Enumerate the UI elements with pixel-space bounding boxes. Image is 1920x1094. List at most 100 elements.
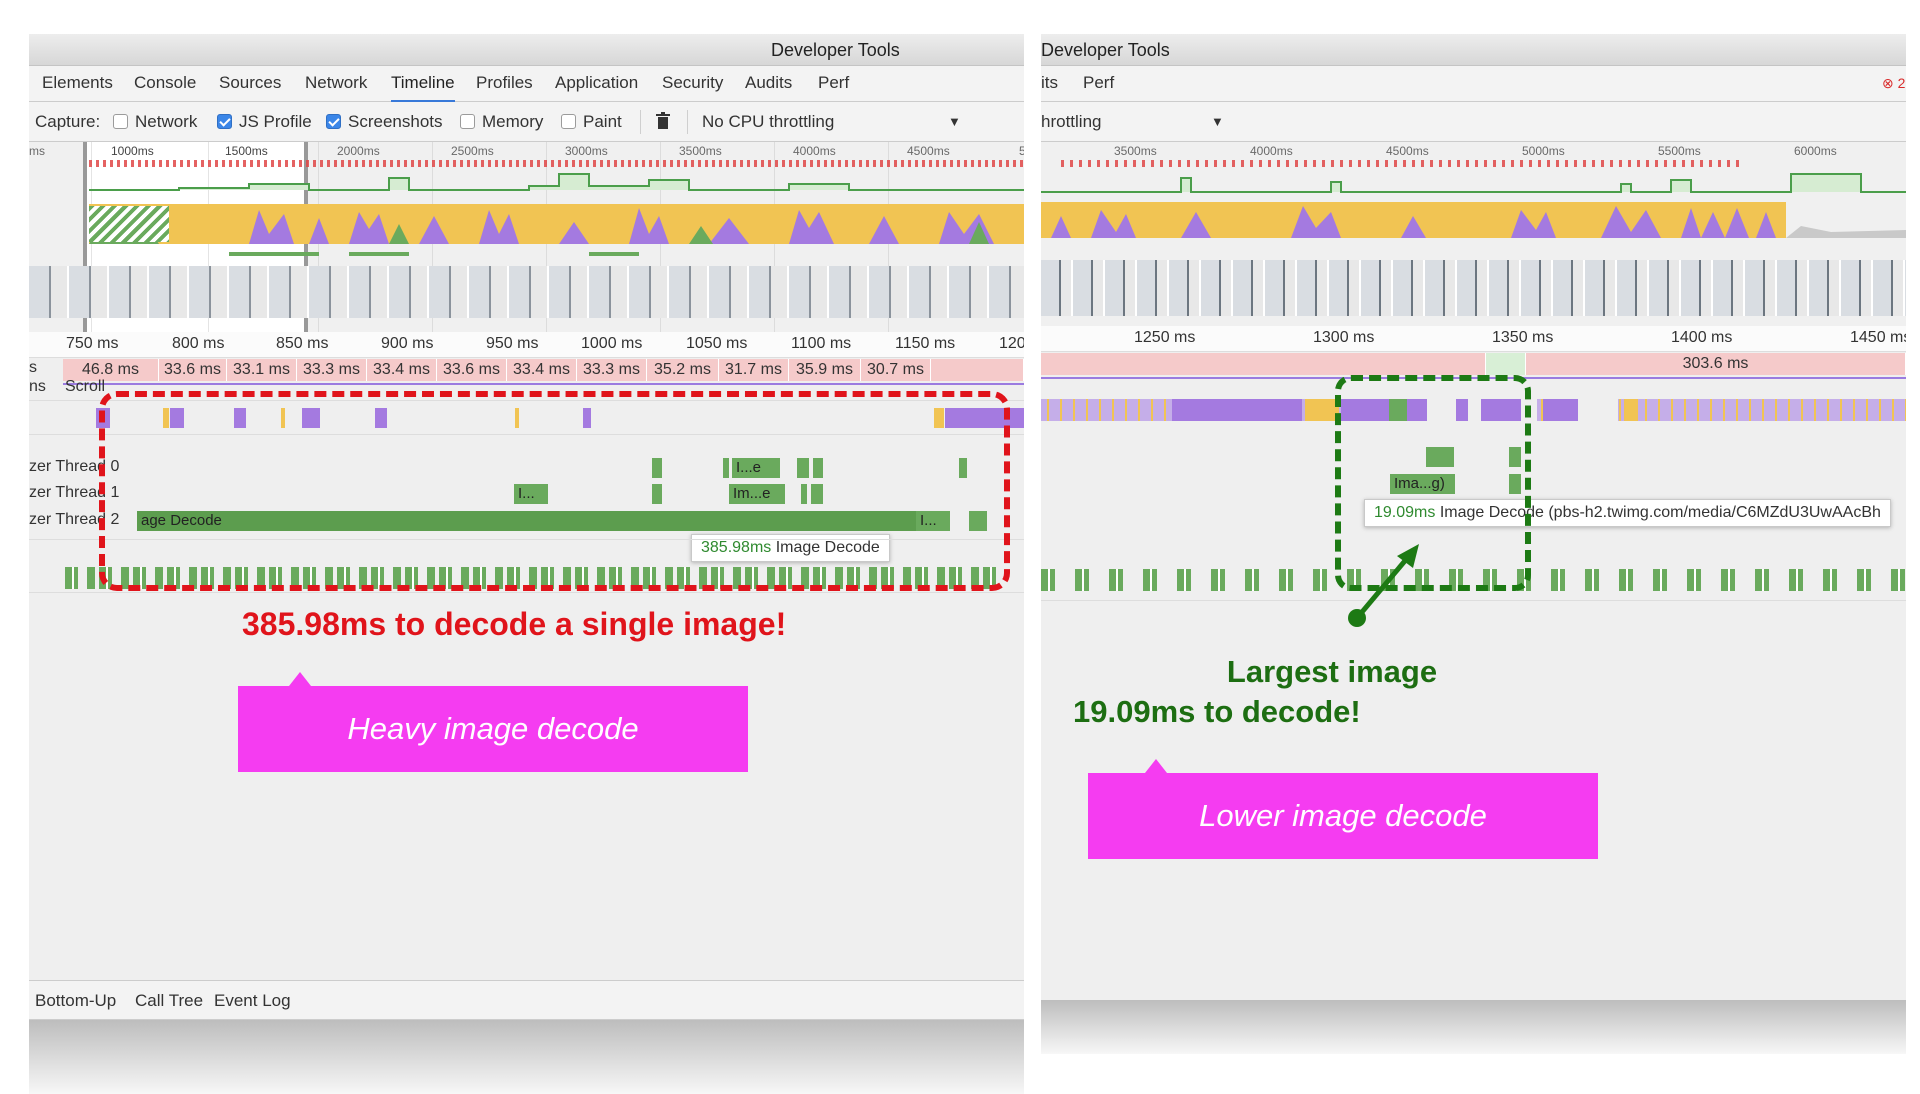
checkbox-icon[interactable] [113, 114, 128, 129]
tab-sources[interactable]: Sources [219, 73, 282, 92]
tab-audits[interactable]: its [1041, 73, 1058, 92]
main-thread-block[interactable] [934, 408, 944, 428]
tab-bottom-up[interactable]: Bottom-Up [35, 991, 117, 1010]
raster-task-block[interactable] [652, 458, 662, 478]
frame-block[interactable]: 46.8 ms [63, 359, 159, 381]
raster-task-block[interactable] [797, 458, 809, 478]
raster-task-block[interactable] [811, 484, 823, 504]
frame-block[interactable]: 33.3 ms [577, 359, 647, 381]
main-thread-block[interactable] [583, 408, 591, 428]
image-decode-block[interactable]: Im...e [729, 484, 785, 504]
overview-network-bar [229, 252, 319, 256]
main-thread-block[interactable] [302, 408, 320, 428]
main-thread-block[interactable] [1172, 399, 1302, 421]
screenshot-filmstrip[interactable] [1041, 260, 1906, 316]
gpu-track[interactable] [65, 567, 1005, 589]
dropdown-arrow-icon[interactable]: ▼ [948, 114, 961, 129]
frame-block[interactable]: 31.7 ms [719, 359, 789, 381]
tab-console[interactable]: Console [134, 73, 197, 92]
timeline-overview[interactable]: 3500ms 4000ms 4500ms 5000ms 5500ms 6000m… [1041, 142, 1906, 326]
frame-block[interactable] [931, 359, 1024, 381]
tab-perf[interactable]: Perf [818, 73, 850, 92]
main-thread-block[interactable] [1543, 399, 1578, 421]
tab-profiles[interactable]: Profiles [476, 73, 533, 92]
tab-elements[interactable]: Elements [42, 73, 113, 92]
tooltip-duration: 19.09ms [1374, 504, 1436, 521]
capture-paint-checkbox[interactable]: Paint [561, 102, 622, 142]
gpu-track[interactable] [1041, 569, 1906, 591]
frame-block[interactable]: 33.4 ms [367, 359, 437, 381]
screenshot-filmstrip[interactable] [29, 266, 1024, 318]
frame-block[interactable]: 33.1 ms [227, 359, 297, 381]
capture-js-profile-checkbox[interactable]: JS Profile [217, 102, 312, 142]
cpu-throttling-select[interactable]: hrottling [1041, 112, 1102, 131]
overview-tick: 5500ms [1658, 144, 1701, 158]
dropdown-arrow-icon[interactable]: ▼ [1211, 114, 1224, 129]
tab-perf[interactable]: Perf [1083, 73, 1115, 92]
capture-network-label: Network [135, 112, 198, 131]
tab-security[interactable]: Security [662, 73, 724, 92]
raster-task-block[interactable] [1509, 474, 1521, 494]
raster-task-block[interactable] [1389, 399, 1407, 421]
frame-block[interactable]: 33.4 ms [507, 359, 577, 381]
heavy-image-decode-block[interactable]: age Decode [137, 511, 926, 531]
trash-icon[interactable] [655, 102, 671, 142]
main-thread-block[interactable] [1481, 399, 1521, 421]
main-thread-block[interactable] [1624, 399, 1638, 421]
main-thread-block[interactable] [375, 408, 387, 428]
image-decode-block[interactable]: I... [916, 511, 950, 531]
frame-block[interactable]: 35.2 ms [647, 359, 719, 381]
cpu-throttling-select[interactable]: No CPU throttling [702, 112, 835, 131]
capture-memory-checkbox[interactable]: Memory [460, 102, 543, 142]
main-thread-block[interactable] [1305, 399, 1339, 421]
tab-network[interactable]: Network [305, 73, 368, 92]
raster-task-block[interactable] [813, 458, 823, 478]
tab-application[interactable]: Application [555, 73, 639, 92]
interactions-label: ns [29, 378, 46, 395]
main-thread-block[interactable] [1456, 399, 1468, 421]
tab-call-tree[interactable]: Call Tree [135, 991, 204, 1010]
checkbox-checked-icon[interactable] [326, 114, 341, 129]
tab-event-log[interactable]: Event Log [214, 991, 291, 1010]
main-thread-block[interactable] [515, 408, 519, 428]
raster-task-block[interactable] [723, 458, 729, 478]
frame-block[interactable]: 33.3 ms [297, 359, 367, 381]
frame-block[interactable]: 35.9 ms [789, 359, 861, 381]
tab-audits[interactable]: Audits [745, 73, 793, 92]
checkbox-icon[interactable] [561, 114, 576, 129]
image-decode-block[interactable]: I...e [732, 458, 780, 478]
frame-block[interactable]: 30.7 ms [861, 359, 931, 381]
largest-image-annotation: Largest image 19.09ms to decode! [1041, 652, 1541, 732]
main-thread-block[interactable] [234, 408, 246, 428]
frame-block[interactable]: 33.6 ms [437, 359, 507, 381]
main-thread-block[interactable] [170, 408, 184, 428]
checkbox-checked-icon[interactable] [217, 114, 232, 129]
raster-task-block[interactable] [959, 458, 967, 478]
ruler-tick: 120 [999, 335, 1024, 352]
frame-block[interactable] [1041, 353, 1486, 375]
frame-block[interactable]: 33.6 ms [159, 359, 227, 381]
bottom-tab-bar: Bottom-Up Call Tree Event Log [29, 980, 1024, 1020]
image-decode-tooltip: 19.09ms Image Decode (pbs-h2.twimg.com/m… [1364, 499, 1891, 527]
raster-task-block[interactable] [801, 484, 807, 504]
checkbox-icon[interactable] [460, 114, 475, 129]
raster-task-block[interactable] [1426, 447, 1454, 467]
capture-network-checkbox[interactable]: Network [113, 102, 197, 142]
image-decode-block[interactable]: I... [514, 484, 548, 504]
raster-task-block[interactable] [969, 511, 987, 531]
capture-screenshots-checkbox[interactable]: Screenshots [326, 102, 443, 142]
frame-block[interactable]: 303.6 ms [1526, 353, 1906, 375]
error-count-badge[interactable]: ⊗ 2 [1882, 75, 1906, 91]
image-decode-tooltip: 385.98ms Image Decode [691, 534, 890, 562]
raster-task-block[interactable] [1509, 447, 1521, 467]
ruler-tick: 1450 ms [1850, 329, 1906, 346]
image-decode-block[interactable]: Ima...g) [1390, 474, 1455, 494]
tab-timeline[interactable]: Timeline [391, 66, 455, 102]
raster-task-block[interactable] [652, 484, 662, 504]
main-thread-block[interactable] [163, 408, 169, 428]
timeline-overview[interactable]: ms 1000ms 1500ms 2000ms 2500ms 3000ms 35… [29, 142, 1024, 332]
ruler-tick: 1000 ms [581, 335, 643, 352]
main-thread-block[interactable] [281, 408, 285, 428]
scroll-interaction-label: Scroll [65, 378, 106, 395]
frame-block[interactable] [1486, 353, 1526, 375]
